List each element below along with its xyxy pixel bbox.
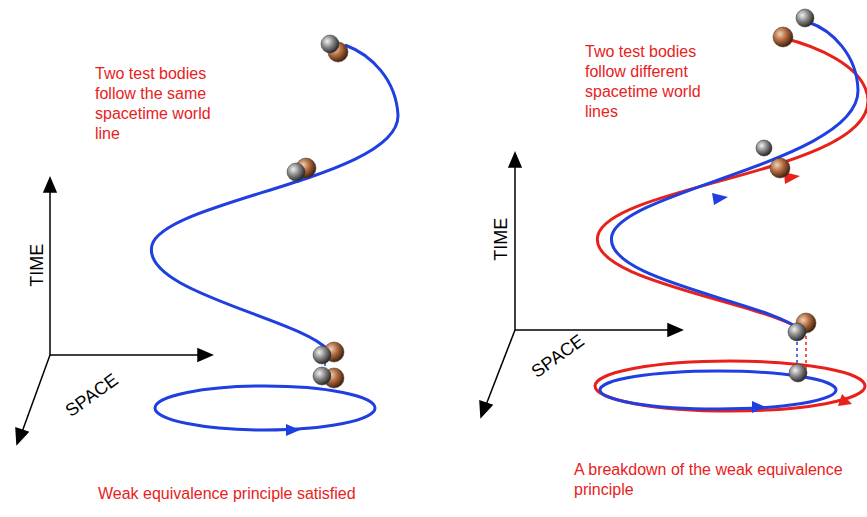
annotation: Two test bodies follow the same spacetim…	[95, 64, 227, 144]
axes	[16, 178, 212, 444]
arrowheads	[286, 171, 312, 436]
axis-label: SPACE	[527, 330, 589, 383]
arrowheads	[712, 172, 852, 413]
annotation: Two test bodies follow different spaceti…	[585, 42, 717, 122]
axes	[480, 153, 682, 417]
test-bodies	[287, 9, 816, 388]
caption: A breakdown of the weak equivalence prin…	[574, 460, 859, 500]
axis-label: TIME	[490, 218, 513, 261]
caption: Weak equivalence principle satisfied	[98, 484, 398, 504]
axis-label: SPACE	[61, 369, 123, 422]
world-line	[151, 45, 398, 430]
axis-label: TIME	[26, 244, 49, 287]
world-line	[595, 22, 867, 411]
